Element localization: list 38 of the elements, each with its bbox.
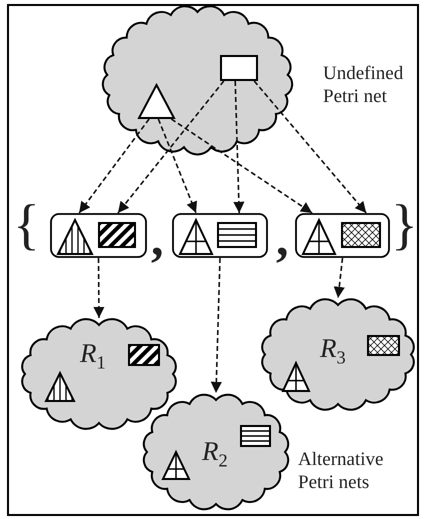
hatched-rectangle: [367, 335, 400, 356]
hatched-rectangle: [128, 344, 160, 366]
cloud-shape: [258, 298, 418, 411]
hatched-triangle: [162, 451, 190, 480]
brace-symbol: {: [13, 196, 40, 255]
hatched-rectangle: [341, 222, 381, 248]
node-label: R$_{1}$: [80, 338, 106, 374]
cloud-shape: [140, 393, 292, 511]
rounded-box: [50, 213, 147, 258]
brace-symbol: }: [391, 196, 418, 255]
hatched-triangle: [302, 219, 336, 255]
rounded-box: [295, 213, 390, 258]
rounded-box: [172, 213, 268, 258]
cloud-shape: [18, 318, 180, 430]
hatched-triangle: [57, 219, 93, 255]
hatched-rectangle: [217, 222, 257, 248]
comma-symbol: ,: [276, 212, 288, 264]
comma-symbol: ,: [151, 212, 164, 264]
dashed-arrow: [117, 80, 224, 214]
hatched-rectangle: [240, 425, 271, 447]
dashed-arrow: [254, 80, 367, 214]
dashed-arrow: [210, 258, 222, 394]
node-label: R$_{3}$: [320, 333, 346, 370]
node-caption: Undefined Petri net: [323, 62, 404, 108]
hatched-rectangle: [98, 222, 136, 248]
text-label: Alternative Petri nets: [298, 448, 384, 494]
triangle: [138, 84, 175, 119]
dashed-arrow: [158, 118, 198, 214]
dashed-arrow: [233, 80, 244, 214]
node-label: R$_{2}$: [202, 436, 228, 472]
dashed-arrow: [334, 258, 345, 298]
dashed-arrow: [170, 118, 313, 214]
hatched-triangle: [282, 362, 310, 392]
hatched-triangle: [45, 372, 75, 402]
rectangle: [220, 55, 258, 81]
dashed-arrow: [93, 258, 104, 318]
hatched-triangle: [179, 219, 213, 255]
dashed-arrow: [78, 118, 150, 214]
